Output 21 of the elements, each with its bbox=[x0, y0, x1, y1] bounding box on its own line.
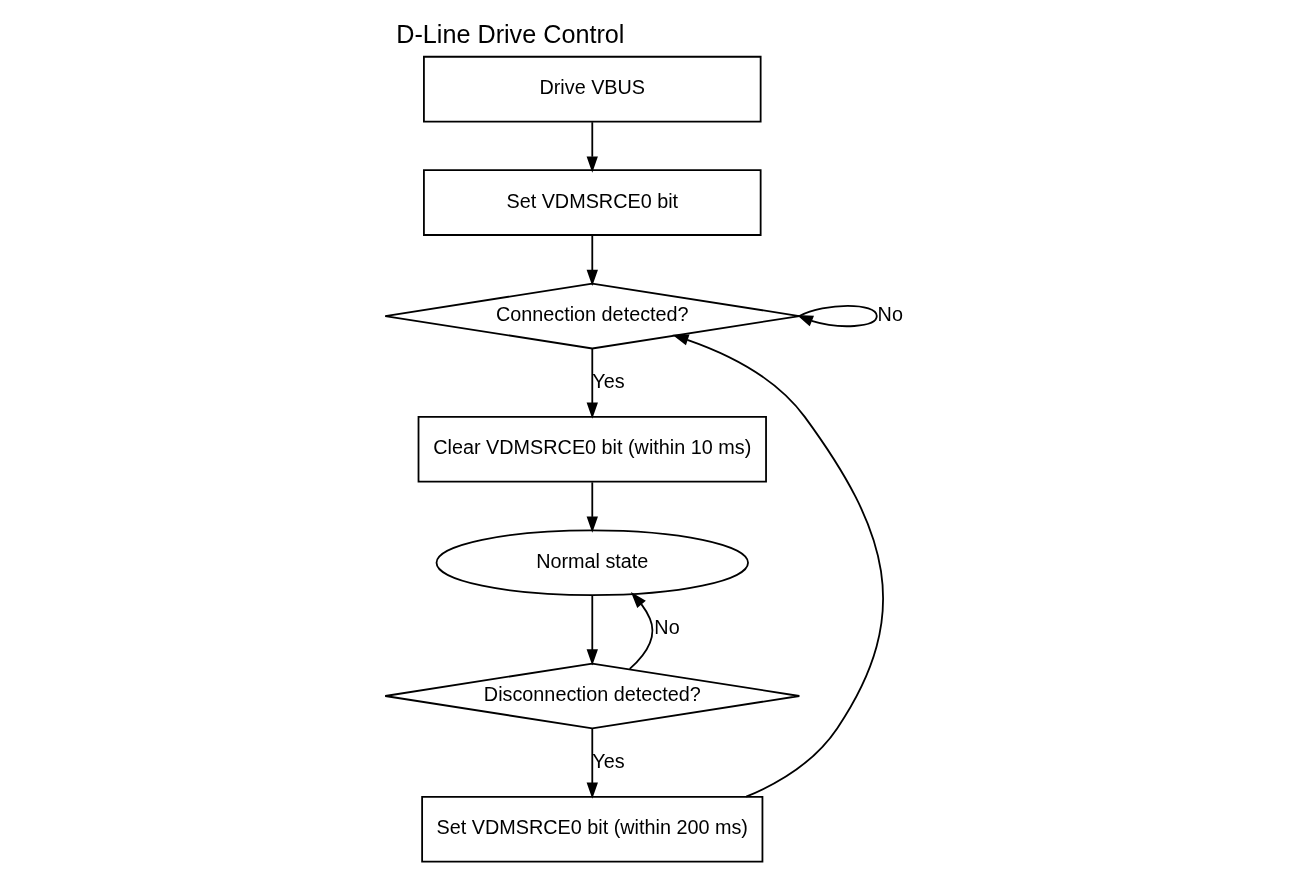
node-box: Clear VDMSRCE0 bit (within 10 ms) bbox=[417, 416, 767, 483]
node-ellipse: Normal state bbox=[435, 529, 749, 597]
arrow bbox=[586, 347, 598, 419]
arrow bbox=[796, 305, 878, 328]
edge-label: Yes bbox=[592, 749, 625, 772]
arrow bbox=[586, 594, 598, 666]
arrow bbox=[586, 121, 598, 173]
arrow bbox=[586, 481, 598, 533]
arrow bbox=[628, 592, 654, 670]
arrow bbox=[672, 334, 884, 798]
edge-label: No bbox=[654, 616, 680, 639]
node-diamond: Connection detected? bbox=[384, 282, 801, 350]
node-diamond: Disconnection detected? bbox=[384, 662, 801, 730]
node-box: Set VDMSRCE0 bit (within 200 ms) bbox=[421, 795, 764, 863]
node-box: Set VDMSRCE0 bit bbox=[423, 169, 762, 236]
edge-label: Yes bbox=[592, 369, 625, 392]
arrow bbox=[586, 727, 598, 799]
node-box: Drive VBUS bbox=[423, 55, 762, 123]
arrow bbox=[586, 234, 598, 287]
diagram-title: D-Line Drive Control bbox=[396, 19, 625, 48]
edge-label: No bbox=[877, 303, 903, 326]
